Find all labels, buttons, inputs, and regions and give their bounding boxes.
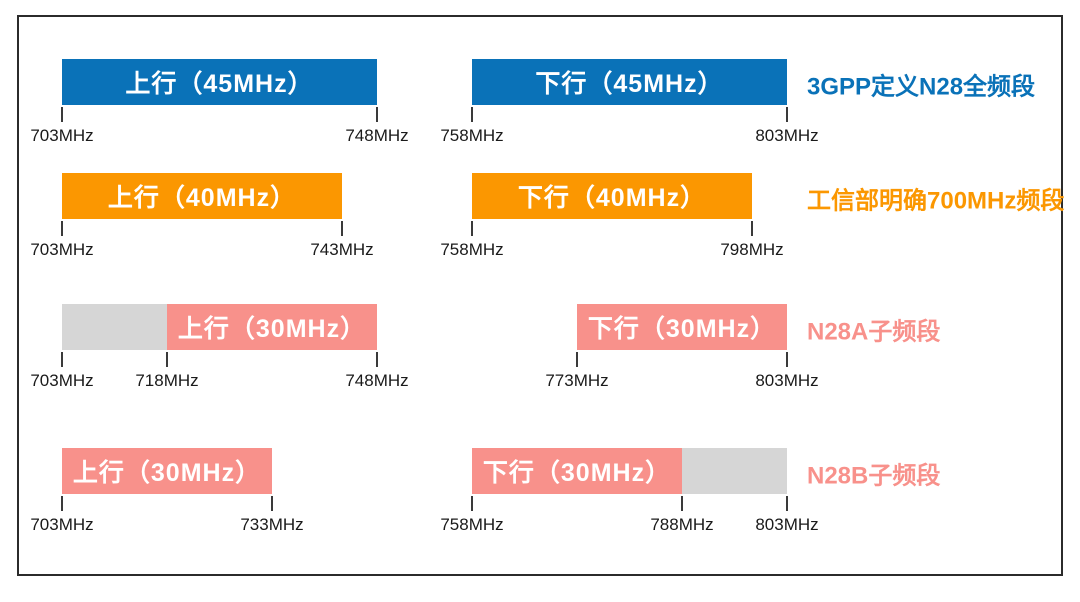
tick-label: 758MHz xyxy=(440,240,504,259)
tick-mark xyxy=(786,352,788,367)
uplink-band-segment: 上行（30MHz） xyxy=(167,304,377,350)
uplink-band-label: 上行（30MHz） xyxy=(72,459,262,487)
tick-mark xyxy=(341,221,343,236)
tick-label: 803MHz xyxy=(755,515,819,534)
tick-mark xyxy=(471,496,473,511)
uplink-band-label: 上行（40MHz） xyxy=(107,184,297,212)
row-label-n28b-sub-band: N28B子频段 xyxy=(807,462,941,490)
tick-mark xyxy=(166,352,168,367)
tick-label: 758MHz xyxy=(440,515,504,534)
downlink-band-label: 下行（40MHz） xyxy=(517,184,707,212)
tick-mark xyxy=(61,496,63,511)
tick-label: 788MHz xyxy=(650,515,714,534)
tick-mark xyxy=(751,221,753,236)
downlink-band-segment: 下行（45MHz） xyxy=(472,59,787,105)
tick-mark xyxy=(786,107,788,122)
row-label-n28a-sub-band: N28A子频段 xyxy=(807,318,941,346)
row-label-miit-700mhz-band: 工信部明确700MHz频段 xyxy=(807,187,1065,215)
tick-label: 733MHz xyxy=(240,515,304,534)
row-label-3gpp-n28-full-band: 3GPP定义N28全频段 xyxy=(807,73,1036,101)
tick-label: 718MHz xyxy=(135,371,199,390)
tick-label: 773MHz xyxy=(545,371,609,390)
tick-label: 748MHz xyxy=(345,126,409,145)
uplink-band-segment: 上行（40MHz） xyxy=(62,173,342,219)
tick-mark xyxy=(786,496,788,511)
tick-label: 748MHz xyxy=(345,371,409,390)
tick-mark xyxy=(61,221,63,236)
uplink-band-label: 上行（30MHz） xyxy=(177,315,367,343)
diagram-frame: 上行（45MHz） 703MHz 748MHz 下行（45MHz） 758MHz 803M… xyxy=(17,15,1065,576)
tick-mark xyxy=(576,352,578,367)
uplink-band-segment: 上行（30MHz） xyxy=(62,448,272,494)
tick-mark xyxy=(61,107,63,122)
tick-label: 758MHz xyxy=(440,126,504,145)
downlink-band-label: 下行（30MHz） xyxy=(587,315,777,343)
tick-label: 703MHz xyxy=(30,126,94,145)
tick-label: 803MHz xyxy=(755,126,819,145)
tick-label: 703MHz xyxy=(30,371,94,390)
tick-label: 743MHz xyxy=(310,240,374,259)
tick-mark xyxy=(376,352,378,367)
uplink-band-label: 上行（45MHz） xyxy=(125,70,314,98)
downlink-unused-segment xyxy=(682,448,787,494)
downlink-band-label: 下行（45MHz） xyxy=(535,70,724,98)
tick-label: 703MHz xyxy=(30,240,94,259)
tick-label: 803MHz xyxy=(755,371,819,390)
tick-mark xyxy=(471,221,473,236)
downlink-band-label: 下行（30MHz） xyxy=(482,459,672,487)
tick-mark xyxy=(271,496,273,511)
uplink-band-segment: 上行（45MHz） xyxy=(62,59,377,105)
tick-mark xyxy=(61,352,63,367)
uplink-unused-segment xyxy=(62,304,167,350)
downlink-band-segment: 下行（30MHz） xyxy=(577,304,787,350)
tick-mark xyxy=(471,107,473,122)
tick-mark xyxy=(681,496,683,511)
downlink-band-segment: 下行（30MHz） xyxy=(472,448,682,494)
tick-mark xyxy=(376,107,378,122)
tick-label: 798MHz xyxy=(720,240,784,259)
tick-label: 703MHz xyxy=(30,515,94,534)
downlink-band-segment: 下行（40MHz） xyxy=(472,173,752,219)
